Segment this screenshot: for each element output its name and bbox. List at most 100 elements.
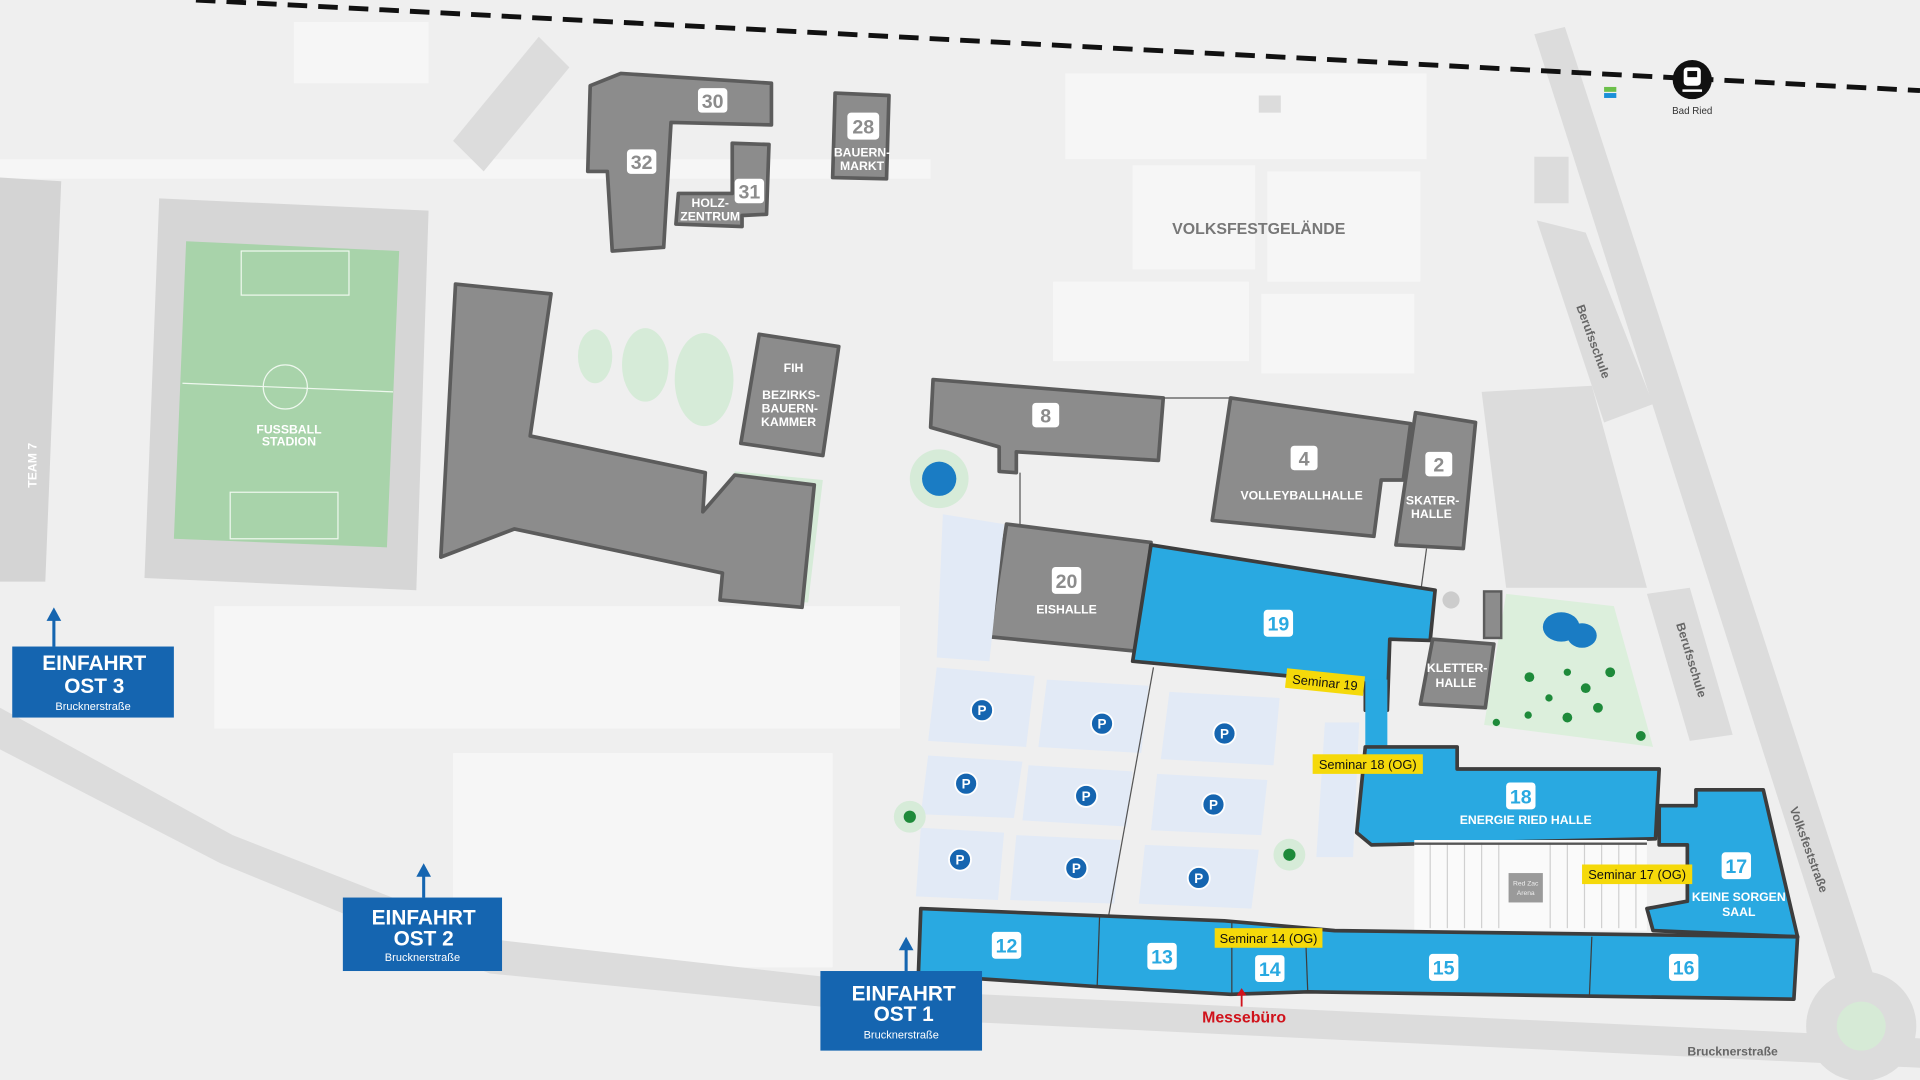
station-label: Bad Ried [1672,106,1712,117]
hall-14-number: 14 [1259,959,1281,981]
seminar-18-label[interactable]: Seminar 18 (OG) [1312,754,1423,774]
parking-icon: P [1201,792,1226,817]
fussball-stadion[interactable]: FUSSBALL STADION [144,198,429,591]
hall-13[interactable]: 13 [1147,942,1177,970]
stadium-label: FUSSBALL [256,422,322,436]
svg-text:P: P [1098,717,1107,732]
arrow-up-icon [46,607,62,621]
building-4-volleyballhalle[interactable]: 4 VOLLEYBALLHALLE [1210,396,1413,539]
hall-13-number: 13 [1151,947,1173,969]
stadium-label-2: STADION [262,435,316,449]
holzzentrum-label-2: ZENTRUM [680,209,740,223]
station-bad-ried[interactable]: Bad Ried [1672,60,1712,117]
hall-18-number: 18 [1510,786,1532,808]
seminar-14-label[interactable]: Seminar 14 (OG) [1214,928,1323,948]
red-zac-arena[interactable]: Red Zac Arena [1414,840,1647,931]
svg-text:Seminar 17 (OG): Seminar 17 (OG) [1588,867,1686,882]
building-30-number: 30 [702,91,724,113]
parking-icon: P [1064,856,1089,881]
building-20-number: 20 [1056,571,1078,593]
hall-15[interactable]: 15 [1428,953,1459,981]
svg-text:P: P [1194,871,1203,886]
volleyballhalle-label: VOLLEYBALLHALLE [1240,489,1362,503]
svg-text:P: P [978,703,987,718]
svg-text:P: P [956,852,965,867]
hall-19-number: 19 [1267,614,1289,636]
fih-label-3: BAUERN- [762,402,818,416]
parking-icon: P [970,698,994,723]
building-4-number: 4 [1299,448,1310,470]
arrow-up-icon [898,936,914,951]
building-8-number: 8 [1040,405,1051,427]
team7-label: TEAM 7 [26,443,40,488]
main-school-building[interactable] [438,282,817,610]
brucknerstrasse-label: Brucknerstraße [1687,1045,1778,1059]
building-8[interactable]: 8 [928,377,1166,475]
hall-16-number: 16 [1673,958,1695,980]
parking-icon: P [948,847,972,872]
fih-bezirksbauernkammer[interactable]: FIH BEZIRKS- BAUERN- KAMMER [738,332,841,458]
hall-14[interactable]: 14 [1255,955,1285,983]
parking-icon: P [1090,711,1114,736]
hall-17-number: 17 [1725,856,1747,878]
building-2-number: 2 [1433,454,1444,476]
entrance-ost-3-street: Brucknerstraße [55,701,130,713]
hall-12[interactable]: 12 [991,931,1022,959]
arena-label: Red Zac [1513,880,1539,887]
hall-16[interactable]: 16 [1668,953,1699,981]
bauernmarkt-label-2: MARKT [840,159,885,173]
parking-icon: P [954,771,979,796]
svg-text:Seminar 19: Seminar 19 [1292,672,1359,694]
fih-label-2: BEZIRKS- [762,388,820,402]
park [1442,590,1654,747]
seminar-19-label[interactable]: Seminar 19 [1285,668,1366,696]
background-blocks [0,22,1569,968]
fih-label-4: KAMMER [761,415,816,429]
parking-icon: P [1074,783,1099,808]
svg-text:Seminar 14 (OG): Seminar 14 (OG) [1220,931,1318,946]
entrance-ost-1[interactable]: EINFAHRT OST 1 Brucknerstraße [820,936,983,1051]
building-32-number: 32 [631,152,653,174]
kletterhalle-label-2: HALLE [1436,676,1477,690]
trees [893,800,1306,871]
hall-connector [1365,679,1388,754]
entrance-ost-1-line1: EINFAHRT [852,982,956,1005]
eishalle-label: EISHALLE [1036,602,1097,616]
volksfeststrasse-road [1534,26,1880,1002]
building-31-holzzentrum[interactable]: 31 HOLZ- ZENTRUM [674,141,771,229]
messebuero-label: Messebüro [1202,1009,1286,1026]
keine-sorgen-saal-label: KEINE SORGEN [1692,890,1786,904]
entrance-ost-2[interactable]: EINFAHRT OST 2 Brucknerstraße [342,863,503,972]
building-31-number: 31 [738,181,760,203]
entrance-ost-1-street: Brucknerstraße [864,1029,939,1041]
fih-label: FIH [784,361,804,375]
team7-building [0,177,62,582]
holzzentrum-label: HOLZ- [692,196,729,210]
hall-17-keine-sorgen-saal[interactable]: 17 KEINE SORGEN SAAL [1645,787,1800,939]
energie-ried-halle-label: ENERGIE RIED HALLE [1460,813,1592,827]
parking-icon: P [1186,866,1211,890]
kletterhalle[interactable]: KLETTER- HALLE [1418,637,1496,710]
arena-label-2: Arena [1517,890,1535,897]
entrance-ost-3-line1: EINFAHRT [42,652,146,675]
svg-text:P: P [1209,797,1218,812]
bus-stop-icon [1604,86,1617,98]
building-30-32[interactable]: 30 32 [585,71,774,253]
bauernmarkt-label: BAUERN- [834,146,890,160]
svg-text:P: P [1082,789,1091,804]
entrance-ost-3[interactable]: EINFAHRT OST 3 Brucknerstraße [12,607,174,718]
seminar-17-label[interactable]: Seminar 17 (OG) [1582,864,1693,885]
svg-text:Seminar 18 (OG): Seminar 18 (OG) [1319,757,1417,772]
hall-19[interactable]: 19 [1130,543,1437,713]
building-28-number: 28 [852,116,874,138]
parking-signs: P P P P P P P P P [948,698,1237,890]
building-20-eishalle[interactable]: 20 EISHALLE [987,522,1153,654]
building-2-skaterhalle[interactable]: 2 SKATER- HALLE [1394,410,1478,551]
entrance-ost-2-line2: OST 2 [394,927,454,950]
building-28-bauernmarkt[interactable]: 28 BAUERN- MARKT [830,91,891,181]
hall-15-number: 15 [1433,958,1455,980]
svg-text:P: P [962,777,971,792]
svg-text:P: P [1072,861,1081,876]
messebuero-marker[interactable]: Messebüro [1202,988,1286,1026]
hall-18-energie-ried-halle[interactable]: 18 ENERGIE RIED HALLE [1354,745,1662,847]
